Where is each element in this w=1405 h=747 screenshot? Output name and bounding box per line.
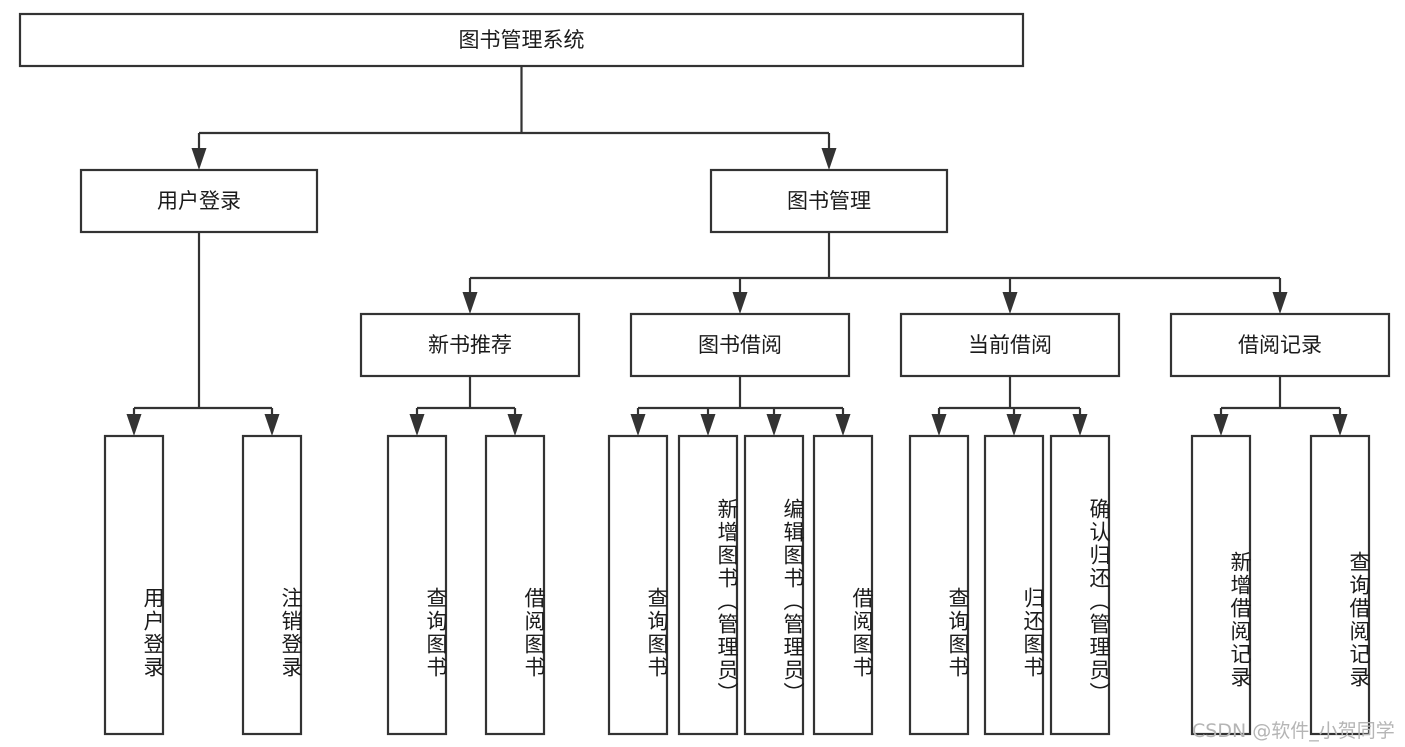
node-box-leaf-confirm-return[interactable] <box>1049 434 1111 736</box>
arrow-head-icon <box>835 414 851 436</box>
node-box-current-borrow[interactable] <box>899 312 1121 378</box>
node-box-leaf-query-book-2[interactable] <box>607 434 669 736</box>
node-label-root: 图书管理系统 <box>459 28 585 52</box>
arrow-head-icon <box>1272 292 1288 314</box>
arrow-head-icon <box>264 414 280 436</box>
node-box-leaf-add-book[interactable] <box>677 434 739 736</box>
arrow-head-icon <box>732 292 748 314</box>
node-label-user-login: 用户登录 <box>157 189 241 213</box>
arrow-head-icon <box>191 148 207 170</box>
node-box-book-borrow[interactable] <box>629 312 851 378</box>
node-label-current-borrow: 当前借阅 <box>968 333 1052 357</box>
node-box-root[interactable] <box>18 12 1025 68</box>
node-label-new-book-recommend: 新书推荐 <box>428 333 512 357</box>
node-box-leaf-borrow-book-2[interactable] <box>812 434 874 736</box>
arrow-head-icon <box>1332 414 1348 436</box>
node-label-borrow-record: 借阅记录 <box>1238 333 1322 357</box>
arrow-head-icon <box>507 414 523 436</box>
node-label-book-manage: 图书管理 <box>787 189 871 213</box>
node-box-new-book-recommend[interactable] <box>359 312 581 378</box>
node-box-leaf-user-login[interactable] <box>103 434 165 736</box>
arrow-head-icon <box>766 414 782 436</box>
arrow-head-icon <box>409 414 425 436</box>
arrow-head-icon <box>1072 414 1088 436</box>
node-box-leaf-query-book-1[interactable] <box>386 434 448 736</box>
node-box-leaf-query-record[interactable] <box>1309 434 1371 736</box>
csdn-watermark: CSDN @软件_小贺同学 <box>1192 720 1395 742</box>
arrow-head-icon <box>1006 414 1022 436</box>
node-box-leaf-edit-book[interactable] <box>743 434 805 736</box>
arrow-head-icon <box>1002 292 1018 314</box>
connector-lines <box>126 66 1348 436</box>
arrow-head-icon <box>931 414 947 436</box>
arrow-head-icon <box>630 414 646 436</box>
node-box-book-manage[interactable] <box>709 168 949 234</box>
arrow-head-icon <box>462 292 478 314</box>
arrow-head-icon <box>700 414 716 436</box>
arrow-head-icon <box>1213 414 1229 436</box>
node-box-leaf-borrow-book-1[interactable] <box>484 434 546 736</box>
node-box-user-login[interactable] <box>79 168 319 234</box>
node-box-leaf-logout[interactable] <box>241 434 303 736</box>
arrow-head-icon <box>126 414 142 436</box>
node-box-leaf-add-record[interactable] <box>1190 434 1252 736</box>
node-box-leaf-return-book[interactable] <box>983 434 1045 736</box>
node-box-leaf-query-book-3[interactable] <box>908 434 970 736</box>
arrow-head-icon <box>821 148 837 170</box>
node-box-borrow-record[interactable] <box>1169 312 1391 378</box>
node-boxes <box>18 12 1391 736</box>
node-label-book-borrow: 图书借阅 <box>698 333 782 357</box>
